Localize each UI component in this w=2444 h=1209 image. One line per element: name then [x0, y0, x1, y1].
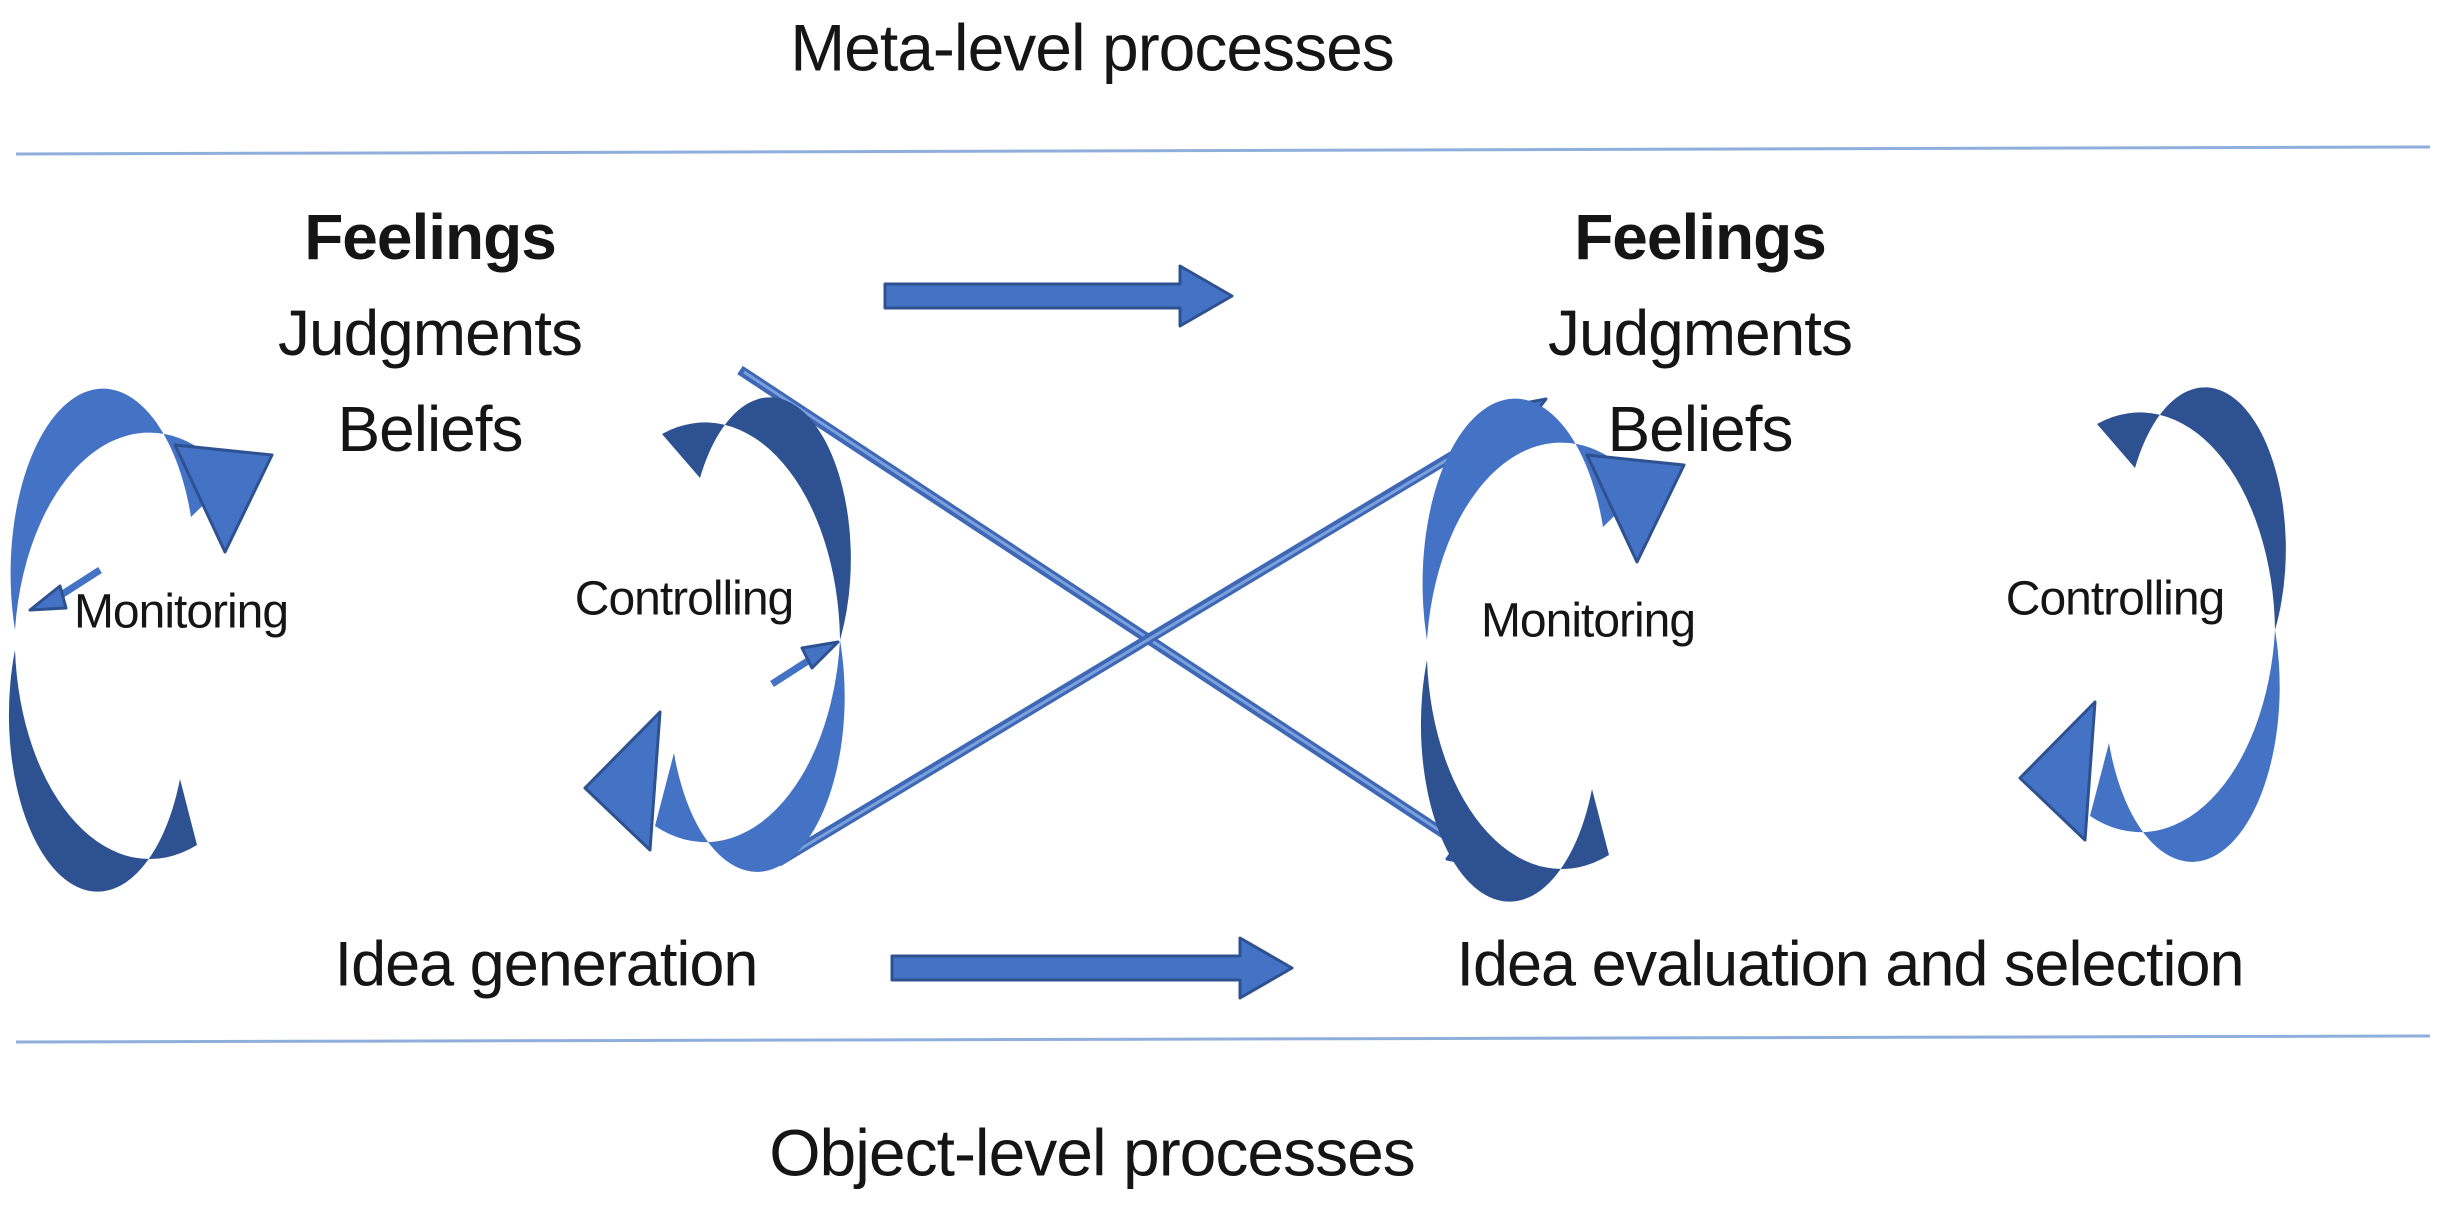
cycle-arrowhead — [1585, 453, 1686, 564]
controlling-cycle-right-icon — [2018, 387, 2286, 862]
meta-states-block-right: Feelings Judgments Beliefs — [1547, 189, 1853, 477]
controlling-cycle-left-icon — [583, 397, 851, 872]
object-flow-arrow-icon — [890, 936, 1294, 1000]
cycle-arc-bottom — [8, 650, 197, 892]
pinch-arrowhead — [800, 640, 840, 670]
cross-arrow-down-core — [743, 370, 1461, 846]
monitoring-label-right: Monitoring — [1480, 594, 1696, 648]
pinch-arrowhead — [28, 584, 68, 612]
object-level-divider-line — [15, 1034, 2431, 1044]
meta-level-divider-line — [15, 145, 2431, 156]
cycle-arc-bottom — [1420, 660, 1609, 902]
cycle-arc-bottom — [2090, 630, 2280, 862]
cycle-arrowhead — [173, 443, 274, 554]
judgments-label: Judgments — [1547, 297, 1853, 369]
meta-flow-arrow-icon — [883, 264, 1234, 328]
feelings-label: Feelings — [1574, 201, 1827, 273]
cross-arrow-up-core — [781, 421, 1509, 862]
cycle-arc-top — [662, 397, 851, 640]
monitoring-label-left: Monitoring — [73, 585, 289, 639]
cycle-arrowhead — [2018, 700, 2097, 842]
beliefs-label: Beliefs — [337, 393, 523, 465]
monitoring-cycle-left-icon — [8, 388, 274, 892]
feelings-label: Feelings — [304, 201, 557, 273]
pinch-arrow-shaft — [56, 567, 102, 600]
object-level-title: Object-level processes — [769, 1115, 1416, 1190]
pinch-arrow-shaft — [770, 654, 816, 687]
monitoring-cycle-right-icon — [1420, 398, 1686, 902]
meta-level-title: Meta-level processes — [790, 10, 1395, 85]
idea-generation-label: Idea generation — [334, 929, 759, 1000]
cycle-arrowhead — [583, 710, 662, 852]
cycle-arc-bottom — [655, 640, 845, 872]
cross-arrow-down-right-icon — [737, 365, 1499, 871]
beliefs-label: Beliefs — [1607, 393, 1793, 465]
controlling-label-right: Controlling — [2005, 572, 2225, 626]
judgments-label: Judgments — [277, 297, 583, 369]
meta-states-block-left: Feelings Judgments Beliefs — [277, 189, 583, 477]
cycle-arc-top — [2097, 387, 2286, 630]
idea-evaluation-label: Idea evaluation and selection — [1456, 929, 2244, 1000]
controlling-label-left: Controlling — [574, 572, 794, 626]
